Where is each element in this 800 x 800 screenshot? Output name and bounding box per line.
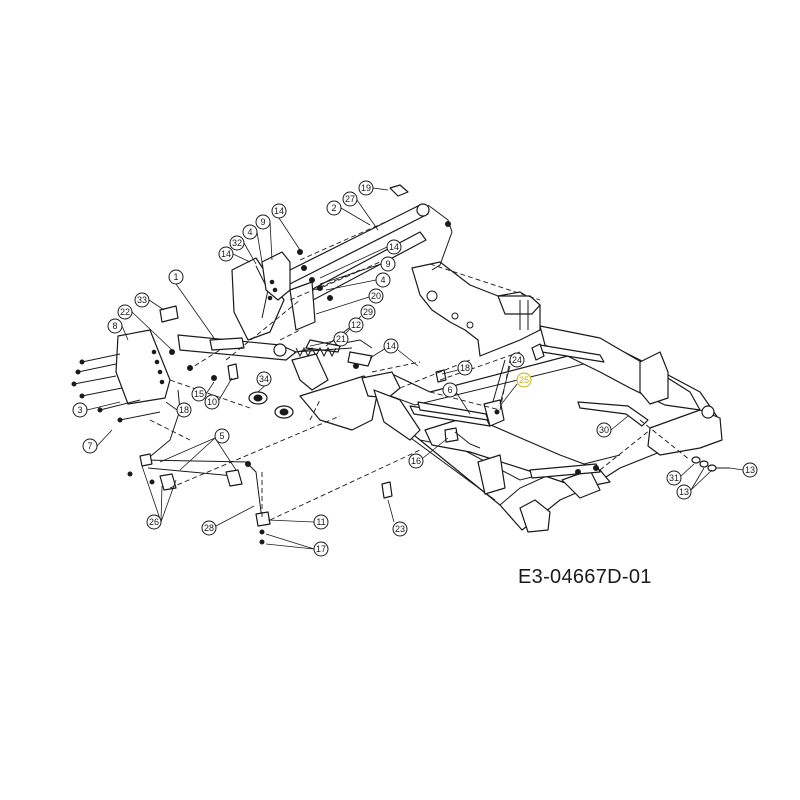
svg-text:34: 34 [259, 374, 269, 384]
callout-14: 14 [383, 338, 399, 354]
svg-text:9: 9 [260, 217, 265, 227]
callout-15: 15 [191, 386, 207, 402]
callout-6: 6 [442, 382, 458, 398]
svg-text:9: 9 [385, 259, 390, 269]
svg-text:1: 1 [173, 272, 178, 282]
svg-text:10: 10 [207, 397, 217, 407]
callout-20: 20 [368, 288, 384, 304]
callout-26: 26 [146, 514, 162, 530]
deck-lift-plate [411, 261, 541, 357]
callouts: 19 27 2 14 9 4 32 14 14 9 4 20 1 [72, 180, 758, 557]
callout-28: 28 [201, 520, 217, 536]
assembly-lines [149, 219, 691, 521]
callout-4: 4 [242, 224, 258, 240]
callout-18: 18 [176, 402, 192, 418]
callout-29: 29 [360, 304, 376, 320]
callout-31: 31 [666, 470, 682, 486]
callout-12: 12 [348, 317, 364, 333]
callout-5: 5 [214, 428, 230, 444]
callout-10: 10 [204, 394, 220, 410]
svg-text:5: 5 [219, 431, 224, 441]
drawing-code: E3-04667D-01 [518, 566, 652, 588]
callout-9: 9 [380, 256, 396, 272]
svg-text:13: 13 [679, 487, 689, 497]
svg-text:4: 4 [380, 275, 385, 285]
svg-text:20: 20 [371, 291, 381, 301]
svg-text:21: 21 [336, 334, 346, 344]
svg-text:11: 11 [316, 517, 325, 527]
callout-19: 19 [358, 180, 374, 196]
svg-text:23: 23 [395, 524, 405, 534]
callout-13: 13 [742, 462, 758, 478]
svg-text:8: 8 [112, 321, 117, 331]
callout-24: 24 [509, 352, 525, 368]
spring-linkage [291, 346, 373, 391]
callout-30: 30 [596, 422, 612, 438]
callout-11: 11 [313, 514, 329, 530]
svg-text:24: 24 [512, 355, 522, 365]
svg-text:3: 3 [77, 405, 82, 415]
callout-22: 22 [117, 304, 133, 320]
svg-text:7: 7 [87, 441, 92, 451]
right-links [529, 343, 649, 479]
svg-text:12: 12 [351, 320, 361, 330]
callout-14: 14 [386, 239, 402, 255]
svg-text:13: 13 [745, 465, 755, 475]
callout-27: 27 [342, 191, 358, 207]
callout-18: 18 [457, 360, 473, 376]
callout-32: 32 [229, 235, 245, 251]
callout-2: 2 [326, 200, 342, 216]
svg-text:30: 30 [599, 425, 609, 435]
callout-8: 8 [107, 318, 123, 334]
svg-text:14: 14 [221, 249, 231, 259]
callout-23: 23 [392, 521, 408, 537]
svg-text:15: 15 [194, 389, 204, 399]
callout-14: 14 [271, 203, 287, 219]
svg-text:14: 14 [389, 242, 399, 252]
callout-34: 34 [256, 371, 272, 387]
callout-7: 7 [82, 438, 98, 454]
callout-21: 21 [333, 331, 349, 347]
svg-text:31: 31 [669, 473, 679, 483]
callout-17: 17 [313, 541, 329, 557]
svg-text:32: 32 [232, 238, 242, 248]
svg-text:22: 22 [120, 307, 130, 317]
svg-text:17: 17 [316, 544, 326, 554]
idler-pulleys [248, 371, 421, 441]
callout-16: 16 [408, 453, 424, 469]
svg-text:29: 29 [363, 307, 373, 317]
callout-9: 9 [255, 214, 271, 230]
left-bracket-assembly [115, 251, 373, 405]
callout-4: 4 [375, 272, 391, 288]
callout-3: 3 [72, 402, 88, 418]
svg-text:25: 25 [519, 375, 529, 385]
svg-text:16: 16 [411, 456, 421, 466]
svg-text:19: 19 [361, 183, 371, 193]
svg-text:18: 18 [460, 363, 470, 373]
svg-text:6: 6 [447, 385, 452, 395]
svg-text:14: 14 [274, 206, 284, 216]
svg-text:4: 4 [247, 227, 252, 237]
svg-text:28: 28 [204, 523, 214, 533]
left-bolts [71, 249, 393, 499]
svg-text:26: 26 [149, 517, 159, 527]
callout-25: 25 [516, 372, 532, 388]
svg-text:2: 2 [331, 203, 336, 213]
callout-14: 14 [218, 246, 234, 262]
callout-13: 13 [676, 484, 692, 500]
right-hardware [691, 456, 730, 472]
center-bars [409, 359, 506, 449]
svg-text:33: 33 [137, 295, 147, 305]
callout-33: 33 [134, 292, 150, 308]
callout-1: 1 [168, 269, 184, 285]
svg-text:18: 18 [179, 405, 189, 415]
svg-text:14: 14 [386, 341, 396, 351]
svg-text:27: 27 [345, 194, 355, 204]
